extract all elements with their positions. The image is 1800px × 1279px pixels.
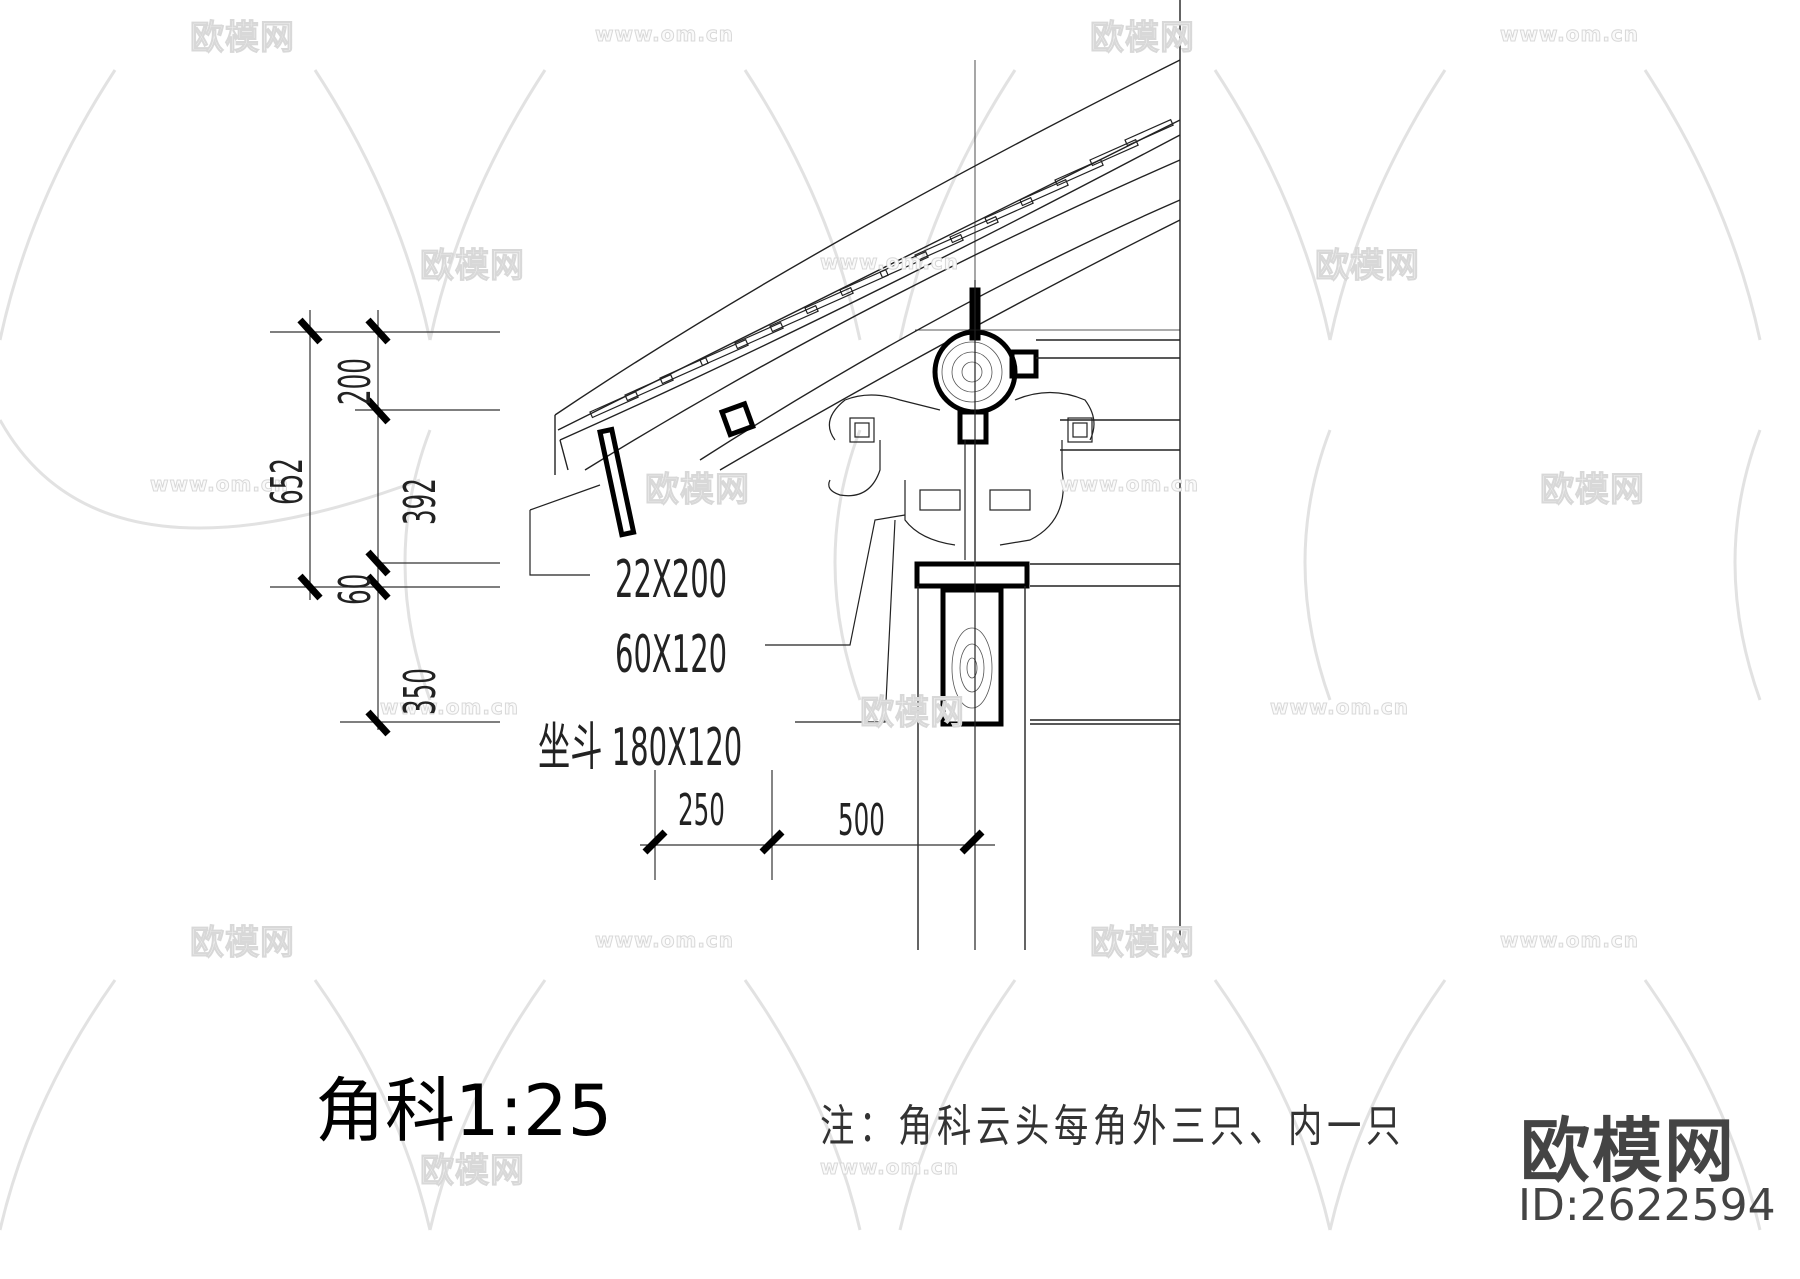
dimension-652: 652 [262, 458, 313, 505]
watermark-brand: 欧模网 [645, 470, 750, 511]
dimension-350: 350 [395, 668, 446, 715]
watermark-url: www.om.cn [1499, 928, 1640, 953]
watermark-brand: 欧模网 [420, 1151, 525, 1192]
leader-lines [529, 484, 906, 723]
watermark-brand: 欧模网 [1090, 18, 1195, 59]
dimension-500: 500 [838, 795, 885, 846]
brand-id: ID:2622594 [1518, 1180, 1776, 1231]
drawing-title: 角科1:25 [315, 1070, 613, 1152]
dimension-ticks [297, 317, 985, 855]
callout-22x200: 22X200 [615, 550, 728, 610]
watermark-url: www.om.cn [149, 472, 290, 497]
watermark-brand: 欧模网 [1540, 470, 1645, 511]
dimension-250: 250 [678, 785, 725, 836]
watermark-brand: 欧模网 [190, 18, 295, 59]
watermark-url: www.om.cn [594, 22, 735, 47]
watermark-url: www.om.cn [379, 695, 520, 720]
drawing-note: 注：角科云头每角外三只、内一只 [820, 1101, 1405, 1152]
callout-60x120: 60X120 [615, 625, 728, 685]
tile-steps [589, 118, 1174, 419]
watermark-url: www.om.cn [1269, 695, 1410, 720]
brand-logo: 欧模网 [1520, 1110, 1736, 1192]
dimension-200: 200 [330, 358, 381, 405]
watermark-brand: 欧模网 [190, 923, 295, 964]
watermark-brand: 欧模网 [1090, 923, 1195, 964]
heavy-members [597, 287, 1039, 727]
watermark-brand: 欧模网 [860, 693, 965, 734]
watermark-arcs [0, 69, 1762, 1231]
dimension-60: 60 [330, 573, 381, 605]
watermark-url: www.om.cn [594, 928, 735, 953]
wood-grain [941, 341, 1003, 709]
column-beam-lines [915, 0, 1181, 950]
callout-zuodou-180x120: 坐斗 180X120 [538, 718, 743, 778]
watermark-brand: 欧模网 [420, 246, 525, 287]
watermark-url: www.om.cn [1499, 22, 1640, 47]
watermark-brand: 欧模网 [1315, 246, 1420, 287]
watermark-url: www.om.cn [1059, 472, 1200, 497]
dimension-392: 392 [395, 478, 446, 525]
watermark-url: www.om.cn [819, 250, 960, 275]
watermark-url: www.om.cn [819, 1155, 960, 1180]
